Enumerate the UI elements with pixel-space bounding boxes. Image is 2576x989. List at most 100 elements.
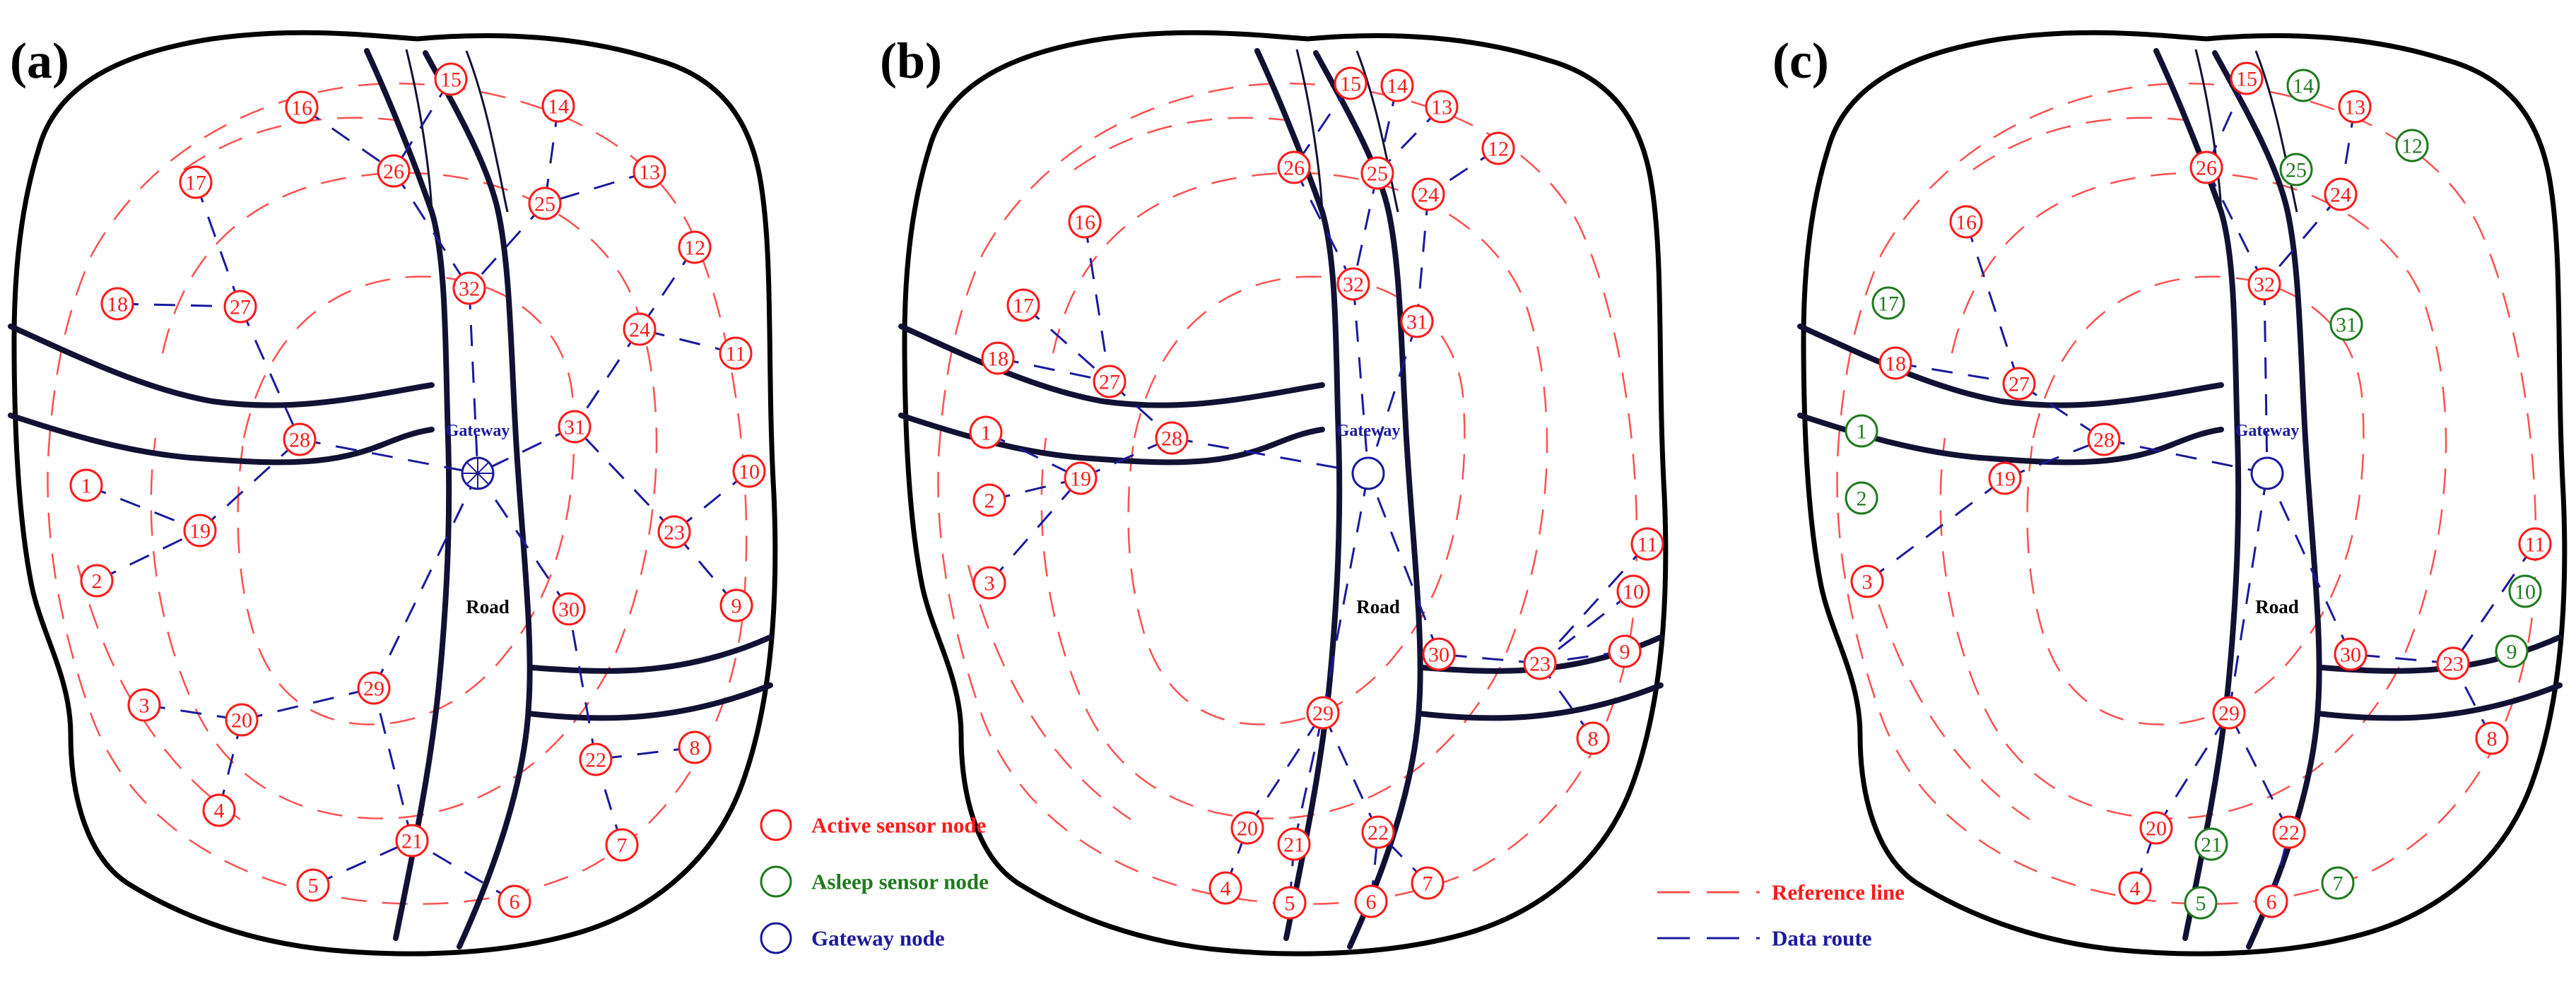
sensor-node: 3 xyxy=(127,688,161,722)
legend-reference: Reference line xyxy=(1657,880,1905,905)
sensor-node: 5 xyxy=(296,868,330,902)
gateway-node-icon xyxy=(760,922,792,954)
sensor-node: 21 xyxy=(2194,827,2228,861)
node-id: 12 xyxy=(2401,135,2423,158)
data-route xyxy=(372,473,479,689)
node-id: 31 xyxy=(564,416,585,439)
sensor-node: 30 xyxy=(2334,637,2368,671)
road-edge-thin xyxy=(2194,49,2223,213)
gateway-label: Gateway xyxy=(446,422,510,440)
node-id: 26 xyxy=(1283,157,1305,180)
node-id: 26 xyxy=(383,160,404,184)
data-route xyxy=(1367,321,1418,474)
asleep-node-icon xyxy=(1845,414,1878,448)
road-edge xyxy=(2212,50,2322,949)
node-id: 8 xyxy=(1588,728,1599,751)
node-id: 1 xyxy=(81,475,92,498)
sensor-node: 29 xyxy=(2212,696,2246,730)
panel-label: (b) xyxy=(880,32,942,89)
sensor-node: 16 xyxy=(285,90,319,124)
reference-line xyxy=(1127,276,1466,726)
sensor-node: 12 xyxy=(1481,131,1515,165)
active-node-icon xyxy=(623,312,657,346)
node-id: 6 xyxy=(510,891,520,914)
active-node-icon xyxy=(2254,884,2288,918)
sensor-node: 6 xyxy=(2254,884,2288,918)
node-id: 10 xyxy=(739,461,760,484)
asleep-node-icon xyxy=(2495,634,2529,668)
reference-line xyxy=(1040,172,1548,819)
road-edge-thin xyxy=(405,49,433,213)
data-route xyxy=(1023,304,1110,383)
sensor-node: 14 xyxy=(541,89,575,123)
node-id: 32 xyxy=(459,278,480,301)
sensor-node: 12 xyxy=(678,230,712,264)
sensor-node: 11 xyxy=(2518,527,2552,561)
active-node-icon xyxy=(2139,811,2173,845)
active-node-icon xyxy=(1208,871,1242,905)
area-boundary xyxy=(902,30,1669,957)
active-node-icon xyxy=(972,483,1006,517)
node-id: 25 xyxy=(2286,159,2307,182)
data-route xyxy=(2266,473,2352,655)
active-node-icon xyxy=(1850,564,1884,598)
gateway-label: Gateway xyxy=(2235,422,2300,440)
node-id: 6 xyxy=(1366,891,1377,914)
active-node-icon xyxy=(1878,346,1912,380)
data-route xyxy=(544,170,650,205)
legend-label: Data route xyxy=(1772,926,1871,951)
data-route xyxy=(1539,590,1634,665)
road-edge xyxy=(8,413,435,466)
active-node-icon xyxy=(1006,288,1040,322)
node-id: 16 xyxy=(291,97,312,120)
active-node-icon xyxy=(1425,90,1459,124)
sensor-node: 32 xyxy=(452,271,486,305)
sensor-node: 25 xyxy=(1360,156,1394,190)
active-node-icon xyxy=(434,62,468,96)
data-route xyxy=(2350,653,2454,665)
node-id: 24 xyxy=(2330,184,2351,207)
road-label: Road xyxy=(1356,596,1400,617)
sensor-node: 20 xyxy=(1230,811,1264,845)
sensor-node: 26 xyxy=(377,154,411,188)
active-node-icon xyxy=(1361,815,1395,849)
asleep-node-icon xyxy=(2329,307,2363,341)
gateway-node xyxy=(1351,456,1385,490)
active-node-icon xyxy=(1068,205,1102,239)
active-node-icon xyxy=(2247,267,2281,301)
data-route xyxy=(1416,194,1430,322)
reference-line xyxy=(967,564,1131,821)
node-id: 7 xyxy=(1423,872,1433,896)
node-id: 4 xyxy=(214,800,225,823)
sensor-node: 24 xyxy=(1411,177,1445,211)
sensor-node: 1 xyxy=(69,468,103,502)
data-route xyxy=(985,431,1081,480)
active-node-icon xyxy=(1155,421,1189,455)
active-node-icon xyxy=(678,730,712,764)
road-edge xyxy=(8,324,435,408)
node-id: 7 xyxy=(2333,872,2343,896)
active-node-icon xyxy=(1354,884,1388,918)
node-id: 22 xyxy=(1368,822,1389,845)
road-edge xyxy=(1416,682,1664,721)
road-edge-thin xyxy=(465,50,509,213)
active-node-icon xyxy=(2272,815,2306,849)
sensor-node: 15 xyxy=(434,62,468,96)
data-route xyxy=(2018,382,2105,441)
active-node-icon xyxy=(760,809,792,841)
active-node-icon xyxy=(1334,66,1368,100)
asleep-node-icon xyxy=(1845,481,1878,515)
asleep-node-icon xyxy=(2508,574,2542,608)
sensor-node: 20 xyxy=(225,703,259,737)
active-node-icon xyxy=(2324,177,2358,211)
sensor-node: 14 xyxy=(1380,69,1414,102)
active-node-icon xyxy=(657,515,691,549)
sensor-node: 22 xyxy=(2272,815,2306,849)
sensor-node: 23 xyxy=(1523,646,1557,680)
node-id: 18 xyxy=(987,348,1008,371)
active-node-icon xyxy=(225,703,259,737)
node-id: 14 xyxy=(2293,75,2314,98)
data-route xyxy=(199,438,301,532)
active-node-icon xyxy=(395,824,429,858)
